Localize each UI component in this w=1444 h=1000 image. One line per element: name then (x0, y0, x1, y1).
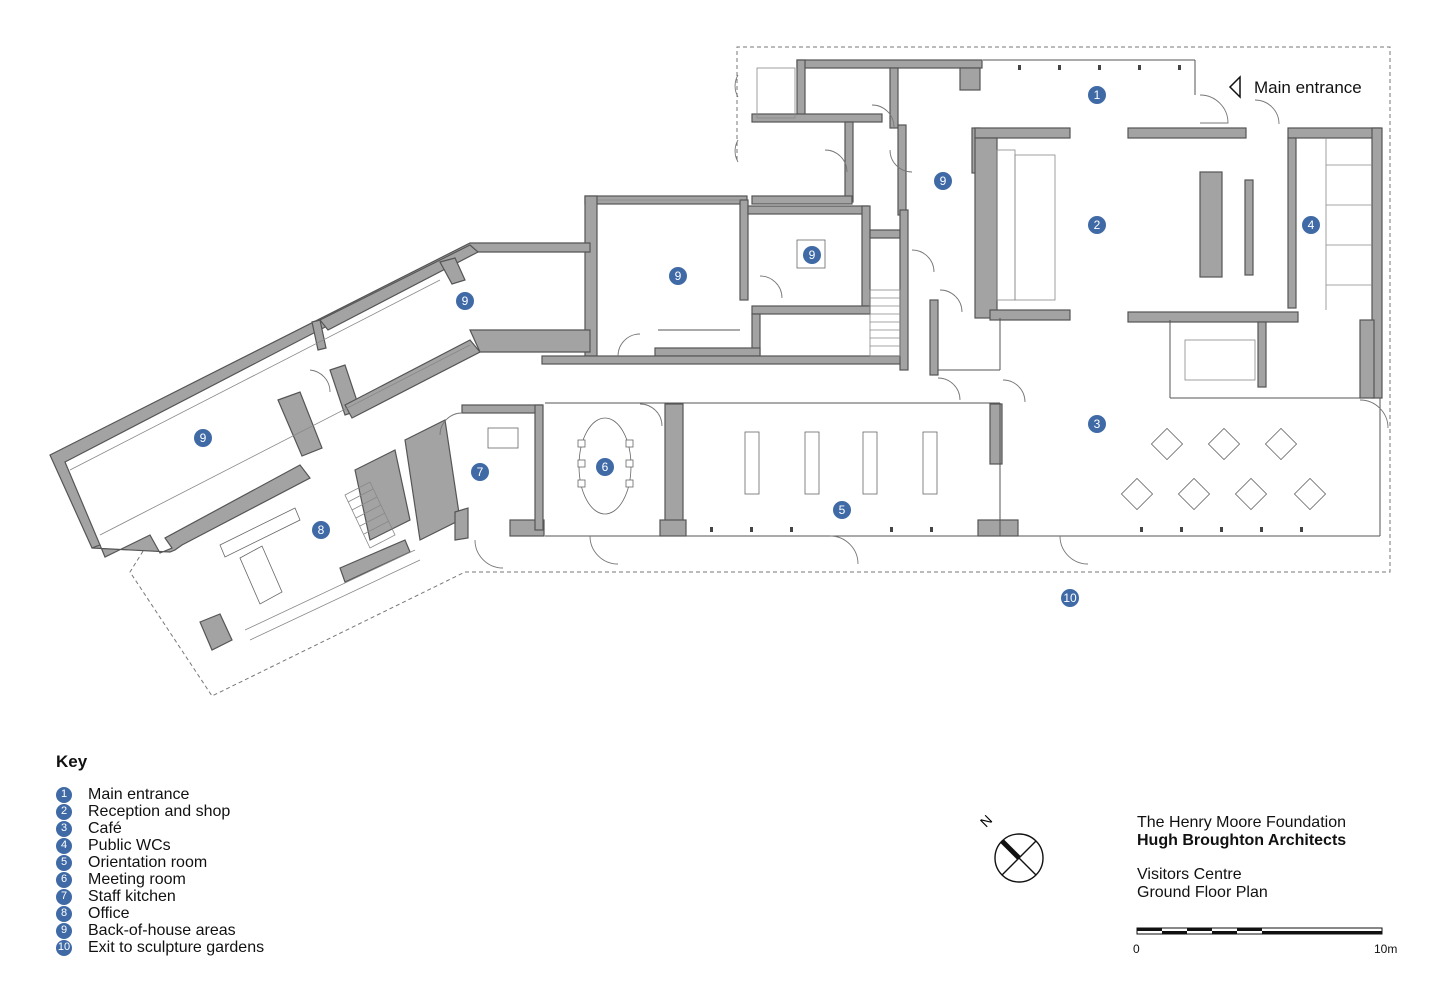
svg-text:9: 9 (940, 174, 947, 188)
svg-text:9: 9 (200, 431, 207, 445)
room-marker: 4 (1302, 216, 1320, 234)
svg-text:8: 8 (318, 523, 325, 537)
svg-text:5: 5 (839, 503, 846, 517)
project-name: Visitors Centre (1137, 866, 1242, 883)
room-marker: 3 (1088, 415, 1106, 433)
svg-text:6: 6 (602, 460, 609, 474)
room-marker: 9 (803, 246, 821, 264)
svg-text:1: 1 (1094, 88, 1101, 102)
room-marker: 9 (194, 429, 212, 447)
north-arrow-icon: N (977, 812, 1044, 883)
svg-text:3: 3 (1094, 417, 1101, 431)
facade-columns (710, 65, 1303, 532)
main-entrance-label: Main entrance (1228, 75, 1362, 99)
key-title: Key (56, 752, 88, 771)
room-marker: 6 (596, 458, 614, 476)
svg-text:10: 10 (1063, 591, 1077, 605)
svg-text:9: 9 (809, 248, 816, 262)
entrance-arrow-icon (1228, 75, 1241, 99)
room-marker: 9 (669, 267, 687, 285)
staircase (344, 289, 901, 549)
room-marker: 1 (1088, 86, 1106, 104)
svg-text:9: 9 (462, 294, 469, 308)
room-markers: 1 2 3 4 5 6 7 8 9 9 9 9 9 10 (194, 86, 1320, 607)
scale-bar (1136, 927, 1383, 935)
title-block: The Henry Moore Foundation Hugh Broughto… (1137, 814, 1346, 902)
scale-start-label: 0 (1133, 942, 1140, 956)
site-boundary (129, 46, 1391, 697)
room-marker: 9 (934, 172, 952, 190)
room-marker: 10 (1061, 589, 1079, 607)
client-name: The Henry Moore Foundation (1137, 814, 1346, 831)
partitions (69, 59, 1381, 641)
room-marker: 9 (456, 292, 474, 310)
room-marker: 5 (833, 501, 851, 519)
svg-text:2: 2 (1094, 218, 1101, 232)
svg-text:7: 7 (477, 465, 484, 479)
scale-end-label: 10m (1374, 942, 1398, 956)
drawing-name: Ground Floor Plan (1137, 884, 1268, 901)
svg-text:Main entrance: Main entrance (1254, 78, 1362, 97)
room-marker: 2 (1088, 216, 1106, 234)
room-marker: 7 (471, 463, 489, 481)
svg-text:4: 4 (1308, 218, 1315, 232)
north-label: N (977, 812, 995, 830)
room-marker: 8 (312, 521, 330, 539)
doors (309, 74, 1389, 569)
architect-name: Hugh Broughton Architects (1137, 832, 1347, 849)
svg-text:9: 9 (675, 269, 682, 283)
